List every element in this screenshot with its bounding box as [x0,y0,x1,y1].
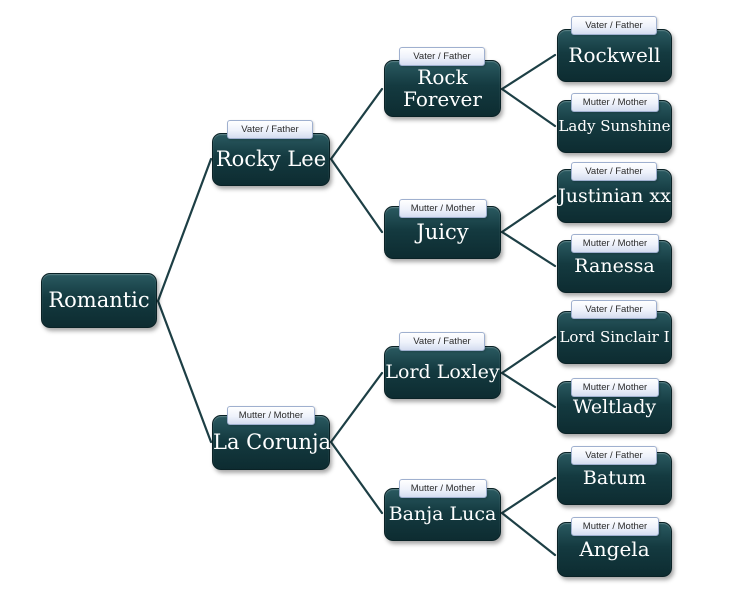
connector-sd-sire [500,194,557,234]
node-name: Weltlady [572,396,657,419]
role-tag: Mutter / Mother [227,406,315,425]
node-name: Batum [582,467,647,490]
pedigree-ss-sire: Rockwell [557,29,672,82]
connector-dam-dam [329,440,384,515]
connector-sd-dam [500,230,557,268]
role-tag: Vater / Father [227,120,313,139]
connector-ds-dam [500,371,557,409]
connector-dd-sire [500,476,557,515]
node-name: Lord Loxley [385,361,500,384]
pedigree-dam-sire: Lord Loxley [384,346,501,399]
node-name: La Corunja [213,430,331,455]
node-name: Banja Luca [388,503,497,526]
connector-ds-sire [500,335,557,375]
node-name: Juicy [416,220,469,245]
role-tag: Mutter / Mother [571,234,659,253]
connector-dd-dam [500,511,557,557]
node-name: Angela [579,536,650,561]
node-name: Ranessa [574,255,655,278]
role-tag: Vater / Father [571,300,657,319]
node-name: Lady Sunshine [558,117,671,136]
role-tag: Vater / Father [399,47,485,66]
connector-dam-sire [329,371,384,444]
role-tag: Vater / Father [571,446,657,465]
role-tag: Mutter / Mother [399,199,487,218]
connector-ss-dam [500,87,557,128]
role-tag: Mutter / Mother [571,378,659,397]
pedigree-sire-sire: Rock Forever [384,60,501,117]
pedigree-sire: Rocky Lee [212,133,330,186]
pedigree-root: Romantic [41,273,157,328]
node-name: Lord Sinclair I [559,328,670,347]
node-name: Justinian xx [558,184,671,207]
connector-sire-sire [329,87,384,161]
role-tag: Mutter / Mother [399,479,487,498]
role-tag: Mutter / Mother [571,93,659,112]
connector-root-sire [156,157,213,303]
role-tag: Vater / Father [571,162,657,181]
connector-sire-dam [329,157,384,234]
role-tag: Vater / Father [399,332,485,351]
connector-root-dam [156,299,213,444]
node-name: Rocky Lee [215,147,327,172]
pedigree-ds-sire: Lord Sinclair I [557,311,672,364]
node-name: Rock Forever [403,64,482,111]
role-tag: Vater / Father [571,16,657,35]
role-tag: Mutter / Mother [571,517,659,536]
node-name: Romantic [48,288,150,313]
connector-ss-sire [500,53,557,91]
node-name: Rockwell [568,42,661,67]
